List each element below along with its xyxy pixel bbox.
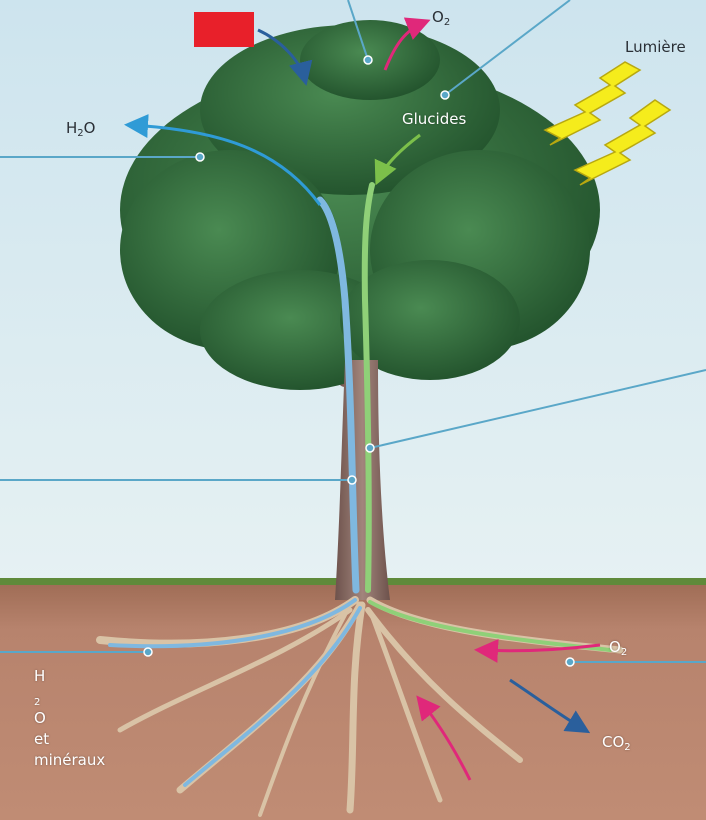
label-glucides: Glucides bbox=[402, 110, 467, 128]
label-o2-soil: O2 bbox=[609, 638, 628, 658]
arrow-o2-soil-in bbox=[474, 638, 601, 663]
label-co2-soil: CO2 bbox=[602, 733, 631, 753]
arrow-soil-pink bbox=[416, 695, 472, 781]
foliage bbox=[120, 20, 600, 390]
redaction-box bbox=[194, 12, 254, 47]
arrow-co2-soil-out bbox=[509, 678, 591, 734]
arrows bbox=[124, 17, 601, 781]
lightning-bolt-icon bbox=[543, 61, 672, 186]
leader-lines bbox=[0, 0, 706, 663]
arrow-co2-in bbox=[257, 28, 313, 86]
arrow-o2-out bbox=[383, 17, 431, 71]
pointer-dot-icon bbox=[143, 55, 575, 667]
arrow-h2o-out bbox=[124, 114, 322, 206]
label-h2o-left: H2O bbox=[66, 119, 96, 139]
arrow-glucides bbox=[374, 133, 421, 186]
label-lumiere: Lumière bbox=[625, 38, 686, 56]
label-o2-top: O2 bbox=[432, 8, 451, 28]
